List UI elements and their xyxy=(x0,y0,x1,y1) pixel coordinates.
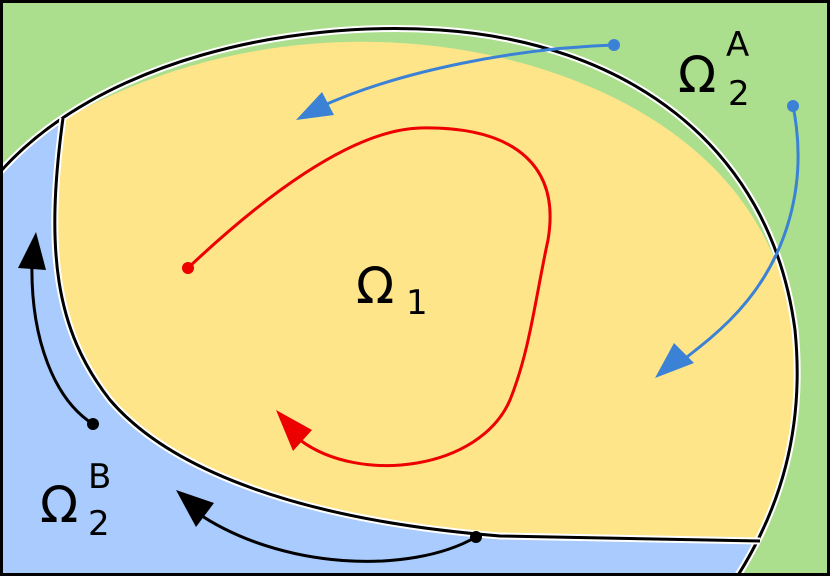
start-dot xyxy=(787,100,799,112)
omega2a-label-superscript: A xyxy=(726,25,749,65)
start-dot xyxy=(87,418,99,430)
omega2a-label-symbol: Ω xyxy=(678,46,716,104)
start-dot xyxy=(470,531,482,543)
black-trajectory-b2 xyxy=(195,510,477,563)
start-dot xyxy=(182,262,194,274)
omega2b-label-symbol: Ω xyxy=(40,476,78,534)
omega1-label-subscript: 1 xyxy=(406,283,428,323)
omega1-region xyxy=(54,41,797,541)
start-dot xyxy=(608,39,620,51)
arrowhead xyxy=(655,343,694,378)
arrowhead xyxy=(176,490,214,527)
omega1-label-symbol: Ω xyxy=(356,257,394,315)
omega2a-label-subscript: 2 xyxy=(728,74,750,114)
arrowhead xyxy=(296,92,334,120)
arrowhead xyxy=(276,410,312,451)
arrowhead xyxy=(18,232,46,270)
black-trajectory-b1 xyxy=(30,259,94,426)
inner-boundary xyxy=(53,117,761,543)
blue-trajectory-a2 xyxy=(675,105,800,368)
red-trajectory xyxy=(186,126,552,467)
omega2b-label-subscript: 2 xyxy=(88,504,110,544)
blue-trajectory-a1 xyxy=(317,43,615,110)
outer-boundary xyxy=(0,27,799,576)
omega2b-label-superscript: B xyxy=(88,457,111,497)
